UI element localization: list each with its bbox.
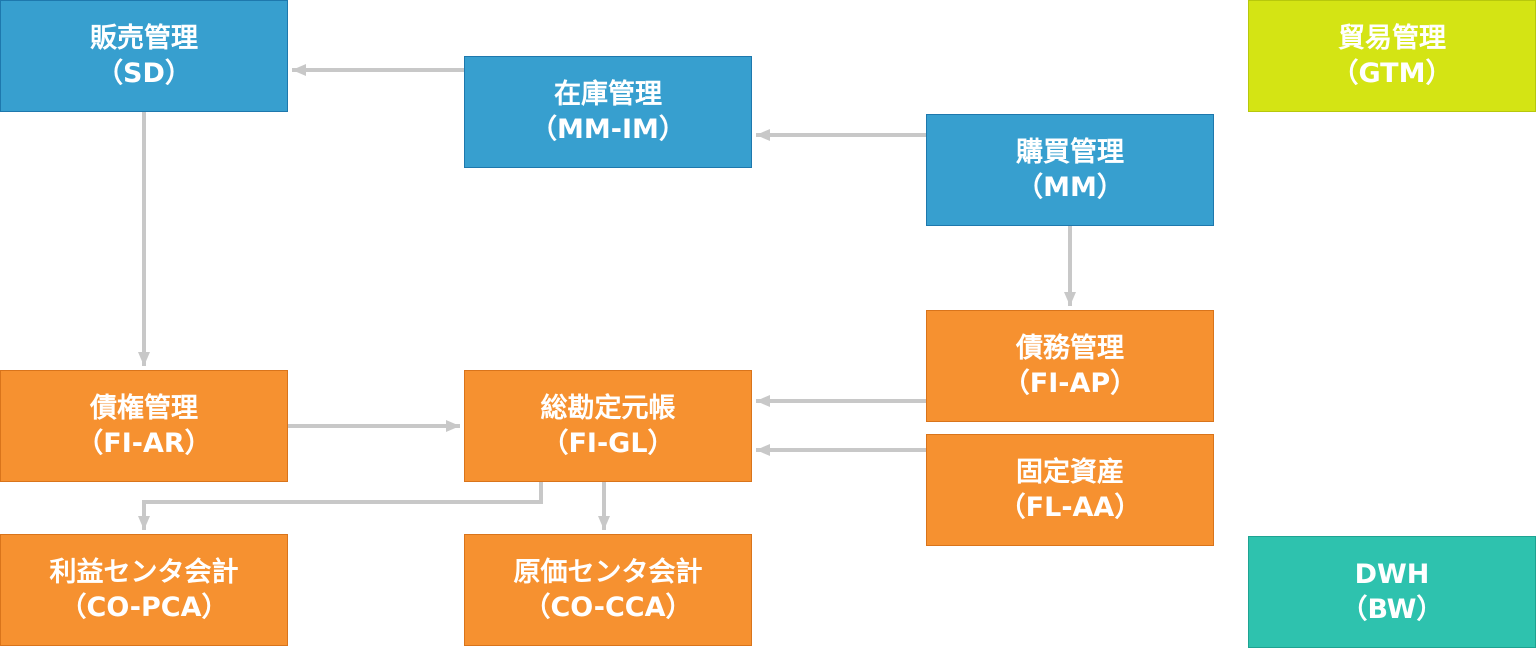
- node-code: （SD）: [96, 58, 192, 89]
- node-sales-management: 販売管理 （SD）: [0, 0, 288, 112]
- node-code: （GTM）: [1331, 58, 1453, 89]
- node-accounts-payable: 債務管理 （FI-AP）: [926, 310, 1214, 422]
- node-code: （CO-CCA）: [523, 592, 693, 623]
- node-name: 在庫管理: [554, 79, 662, 110]
- node-name: 販売管理: [90, 23, 198, 54]
- node-code: （FI-AP）: [1002, 368, 1138, 399]
- node-cost-center-accounting: 原価センタ会計 （CO-CCA）: [464, 534, 752, 646]
- node-name: DWH: [1354, 559, 1430, 590]
- node-name: 債権管理: [90, 393, 198, 424]
- node-code: （CO-PCA）: [59, 592, 229, 623]
- node-name: 固定資産: [1016, 457, 1124, 488]
- node-code: （FI-AR）: [76, 428, 212, 459]
- node-accounts-receivable: 債権管理 （FI-AR）: [0, 370, 288, 482]
- node-trade-management: 貿易管理 （GTM）: [1248, 0, 1536, 112]
- node-inventory-management: 在庫管理 （MM-IM）: [464, 56, 752, 168]
- node-name: 原価センタ会計: [513, 557, 703, 588]
- node-name: 貿易管理: [1338, 23, 1446, 54]
- node-name: 利益センタ会計: [49, 557, 239, 588]
- node-purchasing-management: 購買管理 （MM）: [926, 114, 1214, 226]
- node-data-warehouse: DWH （BW）: [1248, 536, 1536, 648]
- node-code: （FI-GL）: [541, 428, 675, 459]
- node-name: 債務管理: [1016, 333, 1124, 364]
- node-name: 総勘定元帳: [540, 393, 676, 424]
- node-code: （MM-IM）: [530, 114, 686, 145]
- node-name: 購買管理: [1016, 137, 1124, 168]
- node-profit-center-accounting: 利益センタ会計 （CO-PCA）: [0, 534, 288, 646]
- node-code: （FL-AA）: [998, 492, 1142, 523]
- node-code: （MM）: [1016, 172, 1124, 203]
- arrow-figl-to-copca: [138, 482, 543, 530]
- node-general-ledger: 総勘定元帳 （FI-GL）: [464, 370, 752, 482]
- node-fixed-assets: 固定資産 （FL-AA）: [926, 434, 1214, 546]
- node-code: （BW）: [1340, 594, 1444, 625]
